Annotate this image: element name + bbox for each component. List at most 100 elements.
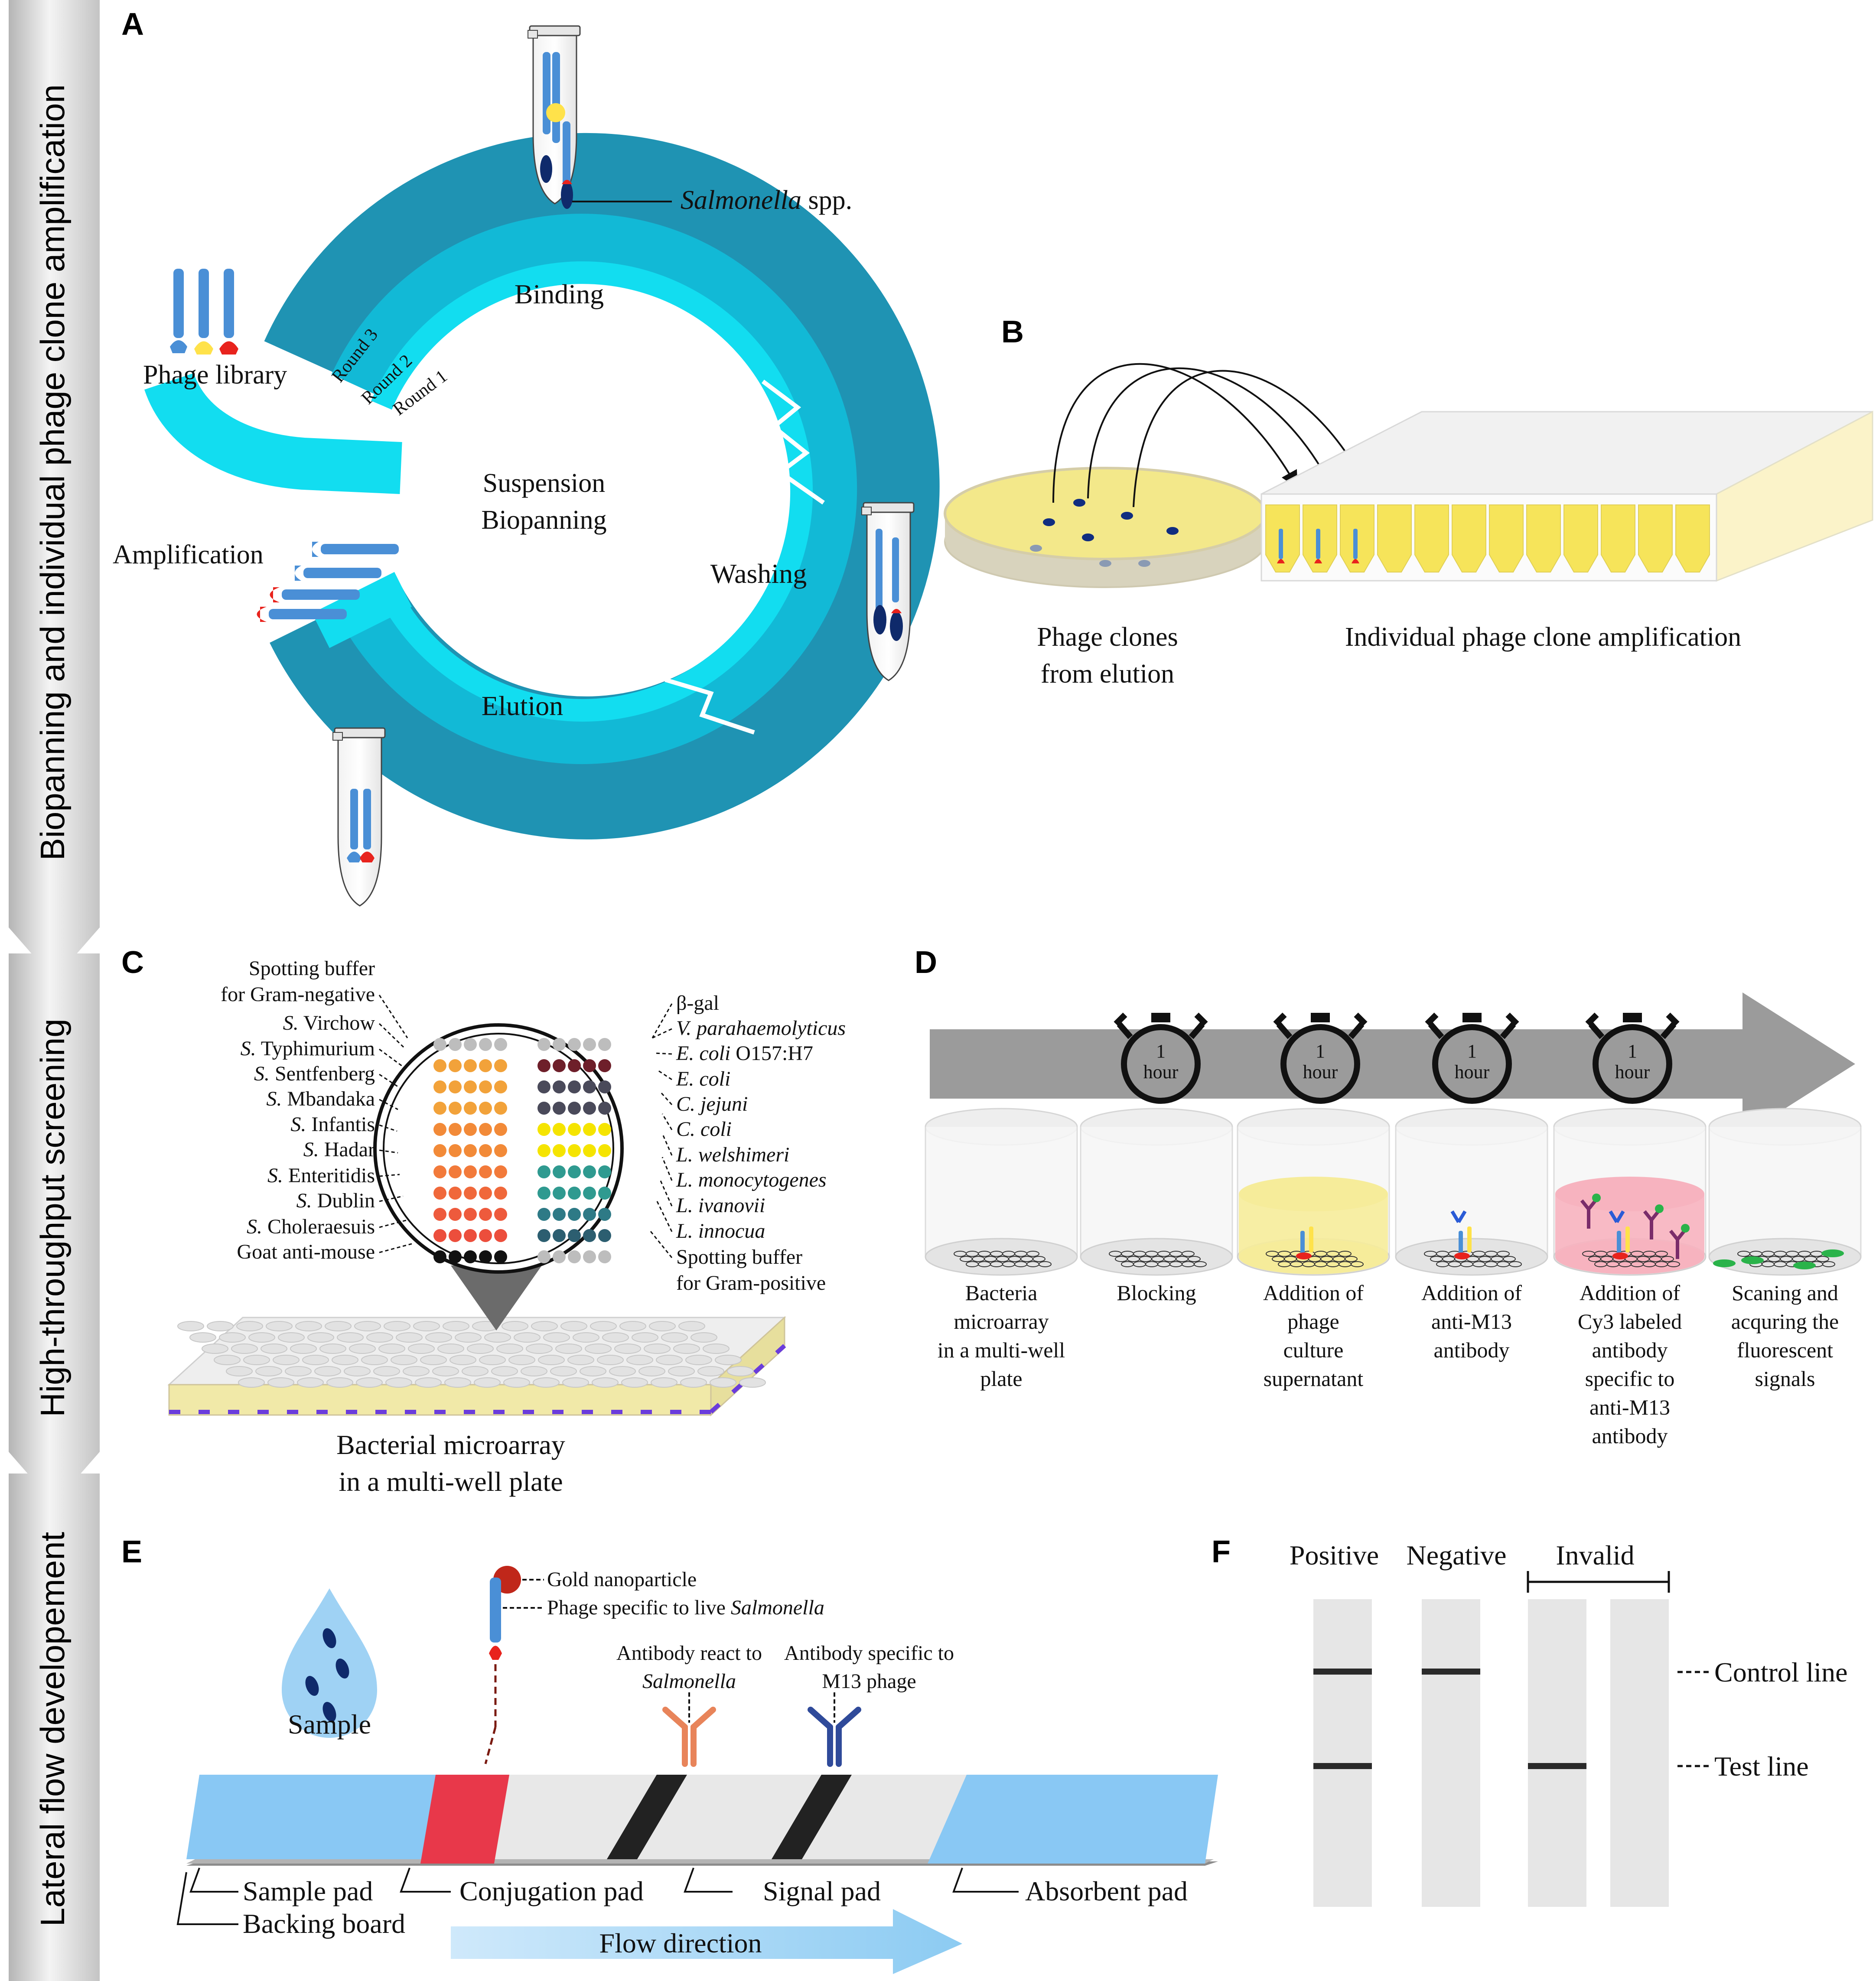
spot-left	[433, 1038, 446, 1051]
negative-control-line	[1422, 1669, 1480, 1675]
plate-well	[651, 1377, 677, 1388]
right-leader	[658, 1070, 672, 1080]
array-spot	[1345, 1256, 1358, 1262]
amplification-outlet	[312, 572, 412, 648]
spot-left	[449, 1250, 462, 1263]
phage-library-label: Phage library	[143, 360, 287, 390]
sample-pad-label: Sample pad	[243, 1876, 373, 1906]
well-phage	[1353, 529, 1358, 559]
well-liquid-surface	[1555, 1177, 1704, 1211]
spot-right	[598, 1144, 611, 1157]
spot-left	[494, 1059, 507, 1072]
left-label: S. Mbandaka	[266, 1087, 375, 1110]
plate-well	[514, 1332, 541, 1343]
plate-well	[491, 1366, 518, 1376]
spot-left	[433, 1229, 446, 1242]
spot-left	[433, 1144, 446, 1157]
spot-right	[598, 1038, 611, 1051]
spot-right	[568, 1187, 581, 1200]
spot-left	[464, 1080, 477, 1093]
plate-well	[236, 1321, 263, 1331]
tube-elution-icon	[332, 727, 386, 907]
cy3-dye	[1655, 1204, 1664, 1213]
plate-label-line1: Bacterial microarray	[336, 1429, 565, 1460]
array-spot	[1026, 1251, 1039, 1257]
right-leader	[660, 1091, 673, 1106]
right-leader	[654, 1052, 672, 1055]
side-label-lateral-flow: Lateral flow developement	[33, 1532, 72, 1926]
left-label: S. Enteritidis	[267, 1164, 375, 1187]
plate-well	[226, 1366, 253, 1376]
spot-right	[583, 1059, 596, 1072]
left-label: Spotting buffer	[249, 957, 375, 980]
step-label-line: Blocking	[1117, 1281, 1196, 1305]
positive-control-line	[1313, 1669, 1372, 1675]
plate-well	[337, 1332, 364, 1343]
panel-label-e: E	[121, 1535, 142, 1569]
spot-right	[553, 1102, 566, 1115]
spot-right	[598, 1059, 611, 1072]
step-label-line: Addition of	[1580, 1281, 1680, 1305]
spot-left	[479, 1102, 492, 1115]
plate-well	[177, 1321, 204, 1331]
invalid-label: Invalid	[1556, 1540, 1634, 1571]
spot-left	[494, 1123, 507, 1136]
left-leader	[378, 1023, 406, 1050]
spot-left	[433, 1080, 446, 1093]
spot-left	[433, 1123, 446, 1136]
side-banner-2	[9, 953, 100, 1504]
plate-well	[255, 1366, 282, 1376]
step-label-line: antibody	[1592, 1338, 1668, 1362]
panel-label-a: A	[121, 7, 144, 42]
array-spot	[1188, 1256, 1201, 1262]
bound-phage	[1467, 1226, 1472, 1252]
plate-well	[420, 1355, 447, 1365]
right-label: for Gram-positive	[676, 1272, 826, 1295]
well-phage	[1279, 529, 1283, 559]
plate-well	[602, 1332, 629, 1343]
test-line-label: Test line	[1714, 1751, 1809, 1782]
ring-round2	[331, 214, 857, 764]
spot-left	[449, 1059, 462, 1072]
bound-phage	[1300, 1231, 1305, 1255]
well-liquid-surface	[1239, 1177, 1388, 1211]
plate-well	[555, 1343, 582, 1354]
spot-left	[464, 1038, 477, 1051]
spot-right	[537, 1059, 550, 1072]
spot-right	[583, 1102, 596, 1115]
plate-well	[715, 1355, 742, 1365]
bound-phage	[1309, 1226, 1313, 1252]
plate-well	[219, 1332, 246, 1343]
spot-right	[537, 1208, 550, 1221]
left-label: Goat anti-mouse	[237, 1240, 375, 1263]
strip-invalid-2	[1610, 1599, 1669, 1907]
plate-well	[266, 1321, 293, 1331]
antibody2-line1: Antibody specific to	[784, 1642, 954, 1665]
spot-right	[537, 1165, 550, 1178]
plate-well	[496, 1343, 523, 1354]
plate-well	[243, 1355, 270, 1365]
bound-bacteria	[1612, 1252, 1628, 1259]
plate-well	[703, 1343, 730, 1354]
cy3-dye	[1592, 1194, 1601, 1202]
spot-left	[494, 1165, 507, 1178]
panel-label-f: F	[1212, 1535, 1231, 1569]
spot-right	[553, 1123, 566, 1136]
sample-drop-icon	[282, 1588, 377, 1738]
plate-well	[668, 1366, 695, 1376]
left-label: S. Hadar	[303, 1138, 375, 1161]
step-label-line: Addition of	[1421, 1281, 1522, 1305]
step-label-line: Bacteria	[965, 1281, 1038, 1305]
phage-clones-line1: Phage clones	[1037, 622, 1178, 652]
spot-left	[449, 1080, 462, 1093]
individual-amplification-label: Individual phage clone amplification	[1345, 622, 1741, 652]
left-leader	[379, 1073, 400, 1089]
spot-right	[537, 1102, 550, 1115]
step-label-line: acquring the	[1731, 1309, 1839, 1334]
plate-well	[567, 1355, 594, 1365]
spot-left	[479, 1250, 492, 1263]
right-label: L. welshimeri	[676, 1143, 789, 1166]
ring-round3	[264, 133, 940, 839]
